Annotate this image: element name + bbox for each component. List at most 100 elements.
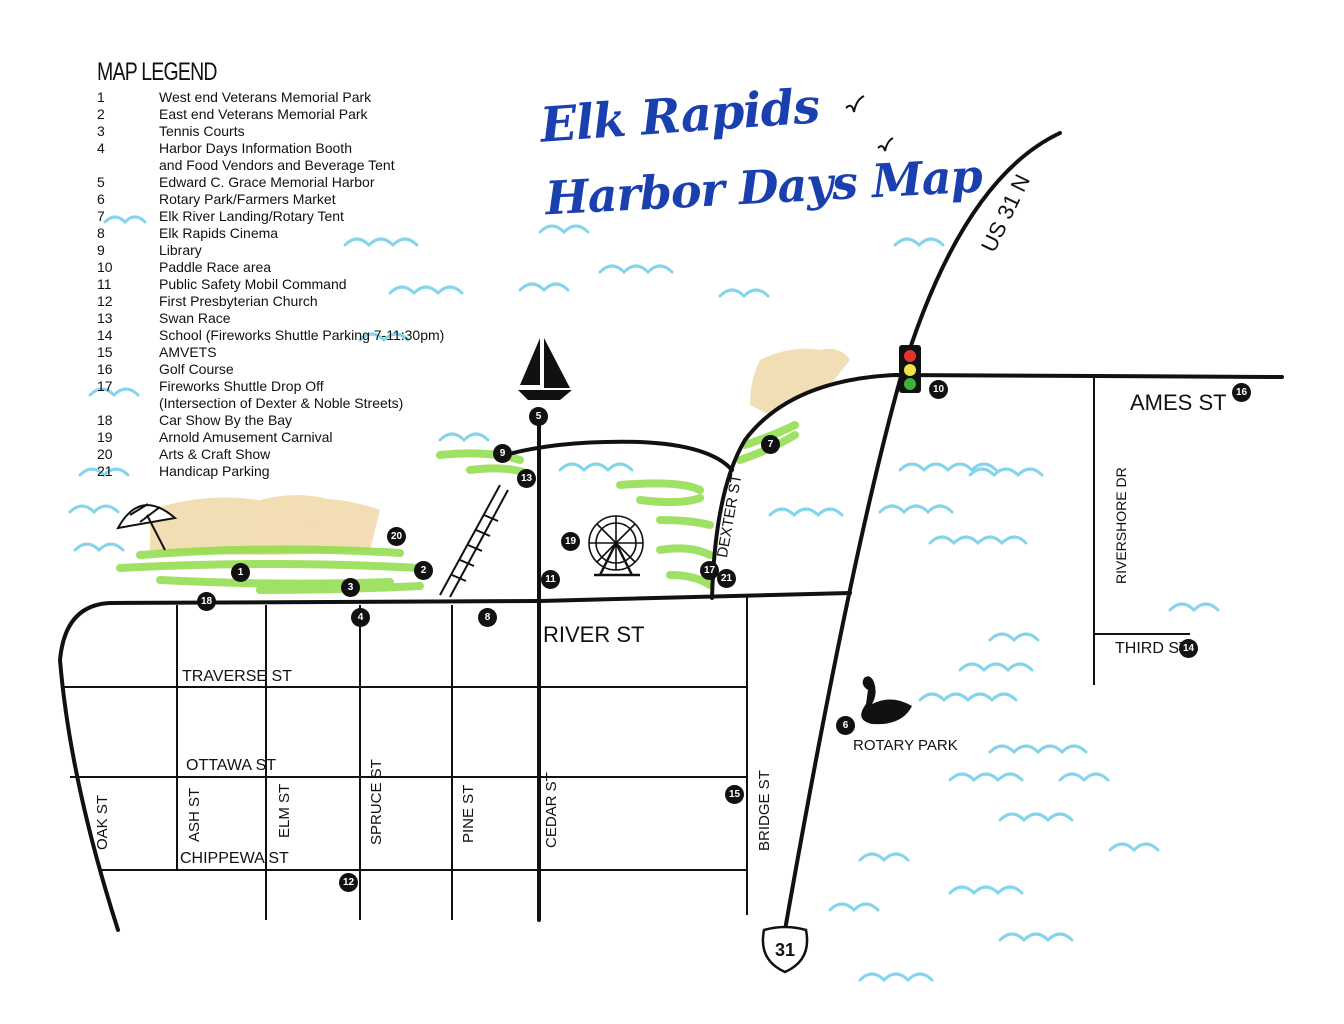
marker-8[interactable]: 8 (478, 608, 497, 627)
legend-number: 6 (97, 191, 105, 207)
legend-label: Harbor Days Information Booth (159, 140, 352, 156)
street-rivershore-label: RIVERSHORE DR (1113, 467, 1129, 584)
legend-label: Library (159, 242, 202, 258)
street-cedar-label: CEDAR ST (543, 772, 560, 848)
street-oak-label: OAK ST (94, 794, 111, 850)
marker-7[interactable]: 7 (761, 435, 780, 454)
legend-label: Handicap Parking (159, 463, 270, 479)
marker-2[interactable]: 2 (414, 561, 433, 580)
street-third-label: THIRD ST (1115, 640, 1189, 657)
legend-label: First Presbyterian Church (159, 293, 318, 309)
marker-16[interactable]: 16 (1232, 383, 1251, 402)
legend-number (97, 395, 159, 412)
legend-number: 2 (97, 106, 105, 122)
us31-shield-icon (761, 925, 809, 974)
traffic-light-icon (899, 345, 921, 393)
legend-row: 10 Paddle Race area (97, 259, 444, 276)
legend-row: (Intersection of Dexter & Noble Streets) (97, 395, 444, 412)
legend-heading: MAP LEGEND (97, 58, 217, 86)
swan-icon (861, 676, 912, 725)
marker-3[interactable]: 3 (341, 578, 360, 597)
birds-icon (845, 95, 894, 152)
legend-number: 4 (97, 140, 105, 156)
marker-17[interactable]: 17 (700, 561, 719, 580)
legend-row: 9 Library (97, 242, 444, 259)
legend-label: Public Safety Mobil Command (159, 276, 347, 292)
legend-label: Rotary Park/Farmers Market (159, 191, 336, 207)
legend-number: 13 (97, 310, 113, 326)
legend-label: East end Veterans Memorial Park (159, 106, 368, 122)
marker-10[interactable]: 10 (929, 380, 948, 399)
legend-label: and Food Vendors and Beverage Tent (159, 157, 395, 173)
legend-number: 15 (97, 344, 113, 360)
legend-label: Arts & Craft Show (159, 446, 271, 462)
marker-15[interactable]: 15 (725, 785, 744, 804)
marker-19[interactable]: 19 (561, 532, 580, 551)
legend-row: 6 Rotary Park/Farmers Market (97, 191, 444, 208)
marker-9[interactable]: 9 (493, 444, 512, 463)
marker-1[interactable]: 1 (231, 563, 250, 582)
legend-number: 12 (97, 293, 113, 309)
legend-row: 7 Elk River Landing/Rotary Tent (97, 208, 444, 225)
marker-4[interactable]: 4 (351, 608, 370, 627)
street-spruce-label: SPRUCE ST (368, 759, 385, 845)
marker-5[interactable]: 5 (529, 407, 548, 426)
street-river-label: RIVER ST (543, 622, 645, 647)
legend-row: 15 AMVETS (97, 344, 444, 361)
legend-number: 14 (97, 327, 113, 343)
marker-18[interactable]: 18 (197, 592, 216, 611)
legend-number: 7 (97, 208, 105, 224)
legend-row: 3 Tennis Courts (97, 123, 444, 140)
legend-label: Arnold Amusement Carnival (159, 429, 333, 445)
legend-number: 10 (97, 259, 113, 275)
legend-row: 2 East end Veterans Memorial Park (97, 106, 444, 123)
legend-row: 18 Car Show By the Bay (97, 412, 444, 429)
legend-label: Swan Race (159, 310, 231, 326)
legend-number: 1 (97, 89, 105, 105)
us31-shield-label: 31 (775, 940, 796, 960)
legend-label: Car Show By the Bay (159, 412, 293, 428)
legend-number: 3 (97, 123, 105, 139)
street-pine-label: PINE ST (460, 784, 477, 843)
legend-label: (Intersection of Dexter & Noble Streets) (159, 395, 404, 411)
sand-area (150, 348, 850, 555)
legend-label: Edward C. Grace Memorial Harbor (159, 174, 375, 190)
marker-12[interactable]: 12 (339, 873, 358, 892)
legend-number: 11 (97, 276, 112, 292)
legend-number: 18 (97, 412, 113, 428)
marker-13[interactable]: 13 (517, 469, 536, 488)
legend-number: 21 (97, 463, 113, 479)
legend-number: 9 (97, 242, 105, 258)
legend-number: 8 (97, 225, 105, 241)
legend-label: Elk River Landing/Rotary Tent (159, 208, 344, 224)
street-ash-label: ASH ST (186, 787, 203, 842)
legend-number: 16 (97, 361, 113, 377)
marker-14[interactable]: 14 (1179, 639, 1198, 658)
legend-row: 12 First Presbyterian Church (97, 293, 444, 310)
street-traverse-label: TRAVERSE ST (182, 668, 292, 685)
legend-row: 13 Swan Race (97, 310, 444, 327)
legend-label: Paddle Race area (159, 259, 272, 275)
dock-icon (439, 484, 509, 598)
marker-21[interactable]: 21 (717, 569, 736, 588)
legend-label: Fireworks Shuttle Drop Off (159, 378, 324, 394)
grass-areas (116, 421, 799, 594)
street-elm-label: ELM ST (276, 783, 293, 838)
sailboat-icon (518, 338, 572, 400)
marker-20[interactable]: 20 (387, 527, 406, 546)
legend-label: AMVETS (159, 344, 217, 360)
marker-6[interactable]: 6 (836, 716, 855, 735)
legend-row: 8 Elk Rapids Cinema (97, 225, 444, 242)
legend-label: Tennis Courts (159, 123, 245, 139)
marker-11[interactable]: 11 (541, 570, 560, 589)
legend-label: Elk Rapids Cinema (159, 225, 279, 241)
street-bridge-label: BRIDGE ST (756, 770, 773, 851)
